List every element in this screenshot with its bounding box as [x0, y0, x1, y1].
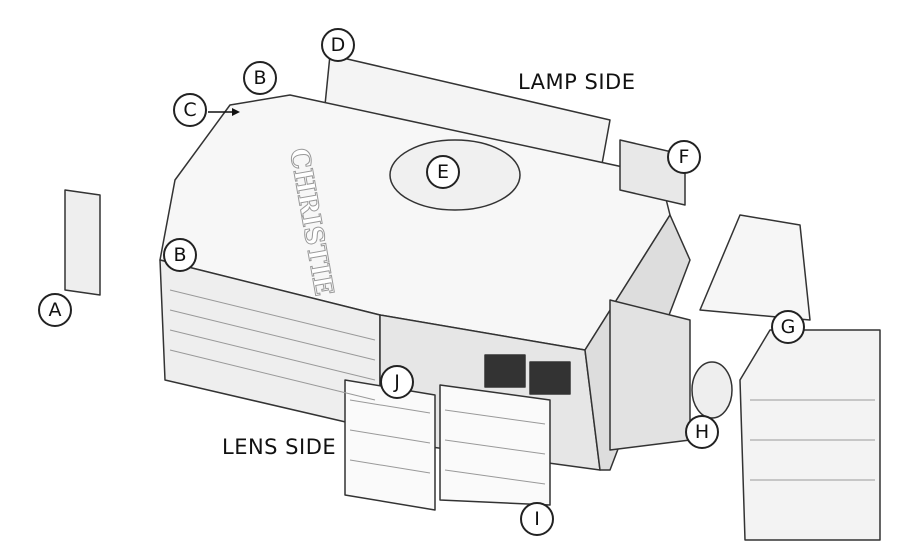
filter-cover	[439, 384, 551, 506]
callout-g: G	[771, 310, 805, 344]
lens-mount	[691, 361, 733, 419]
lens-side-label: LENS SIDE	[222, 435, 337, 459]
callout-a: A	[38, 293, 72, 327]
callout-b-top: B	[243, 61, 277, 95]
callout-b-side: B	[163, 238, 197, 272]
lens-side-filter-cover	[344, 379, 436, 511]
lens-mount-hardware	[609, 299, 691, 451]
callout-h: H	[685, 415, 719, 449]
side-cover	[699, 214, 811, 321]
callout-j: J	[380, 365, 414, 399]
remote-module	[64, 189, 101, 296]
callout-c: C	[173, 93, 207, 127]
lamp-side-label: LAMP SIDE	[518, 70, 636, 94]
fan-vent	[529, 361, 571, 395]
callout-e: E	[426, 155, 460, 189]
callout-i: I	[520, 502, 554, 536]
callout-d: D	[321, 28, 355, 62]
fan-vent	[484, 354, 526, 388]
callout-f: F	[667, 140, 701, 174]
rear-cover	[739, 329, 881, 541]
